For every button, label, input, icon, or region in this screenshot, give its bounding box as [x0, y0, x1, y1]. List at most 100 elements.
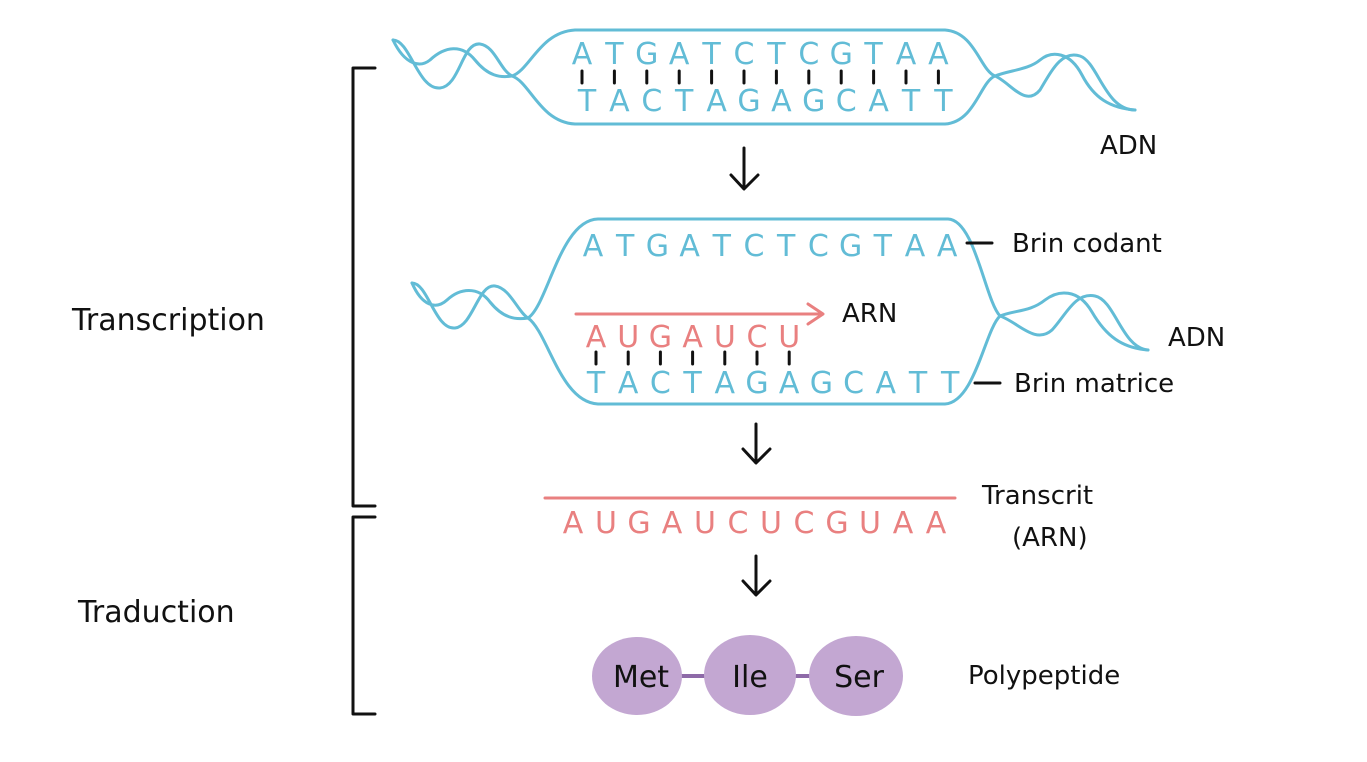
dna-mid-coding-base-9: G: [839, 229, 862, 264]
dna-mid-coding-base-2: T: [615, 229, 635, 264]
transcript-base-9: G: [825, 506, 848, 541]
dna-mid-left-helix-b: [410, 281, 530, 321]
dna-top-left-helix-b: [391, 38, 514, 79]
rna-partial-base-1: A: [586, 320, 607, 355]
adn-top-label: ADN: [1100, 131, 1157, 161]
dna-mid-template-base-5: A: [715, 366, 736, 401]
dna-top-template-base-10: A: [868, 84, 889, 119]
dna-mid-template-base-4: T: [682, 366, 702, 401]
dna-top-template-base-8: G: [802, 84, 825, 119]
transcrit-label-line2: (ARN): [1012, 523, 1088, 553]
rna-partial-base-5: U: [714, 320, 736, 355]
adn-mid-label: ADN: [1168, 323, 1225, 353]
dna-mid-coding-base-7: T: [776, 229, 796, 264]
dna-mid-coding-base-1: A: [583, 229, 604, 264]
dna-mid: [410, 217, 1150, 406]
dna-top-bubble-lower: [510, 74, 997, 126]
dna-top-right-helix-a: [993, 53, 1137, 112]
dna-top-template-base-6: G: [737, 84, 760, 119]
dna-mid-coding-base-5: T: [712, 229, 732, 264]
dna-top-coding-base-10: T: [863, 37, 883, 72]
dna-mid-coding-base-6: C: [744, 229, 765, 264]
transcript-base-5: U: [694, 506, 716, 541]
dna-mid-template-base-7: A: [779, 366, 800, 401]
dna-mid-template-base-1: T: [586, 366, 606, 401]
dna-mid-template-base-10: A: [876, 366, 897, 401]
rna-partial-base-3: G: [649, 320, 672, 355]
transcript-base-12: A: [926, 506, 947, 541]
dna-mid-bubble-upper: [526, 217, 1002, 320]
transcript-base-7: U: [760, 506, 782, 541]
dna-top-template-base-7: A: [771, 84, 792, 119]
traduction-bracket: [351, 515, 377, 716]
transcript-base-6: C: [728, 506, 749, 541]
polypeptide-label: Polypeptide: [968, 661, 1120, 691]
dna-mid-template-base-2: A: [618, 366, 639, 401]
transcription-bracket: [351, 66, 377, 508]
transcript-base-2: U: [595, 506, 617, 541]
amino-acid-ile-circle: [704, 635, 796, 715]
dna-top-template-base-11: T: [901, 84, 921, 119]
dna-top-coding-base-3: G: [635, 37, 658, 72]
traduction-label: Traduction: [77, 595, 235, 630]
dna-mid-coding-base-3: G: [646, 229, 669, 264]
dna-mid-base-pair-bonds: [594, 350, 791, 366]
dna-top: [391, 28, 1137, 126]
dna-mid-coding-base-12: A: [937, 229, 958, 264]
rna-partial-base-2: U: [617, 320, 639, 355]
dna-top-template-base-2: A: [609, 84, 630, 119]
brin-codant-label: Brin codant: [1012, 229, 1162, 259]
amino-acid-met-circle: [592, 637, 682, 715]
dna-top-coding-base-8: C: [798, 37, 819, 72]
dna-top-template-base-5: A: [706, 84, 727, 119]
dna-mid-template-base-11: T: [908, 366, 928, 401]
dna-mid-coding-base-11: A: [905, 229, 926, 264]
polypeptide-chain: Met Ile Ser: [592, 635, 903, 716]
down-arrow-1: [729, 146, 760, 191]
down-arrow-3: [741, 554, 772, 597]
amino-acid-met: Met: [613, 660, 669, 695]
dna-mid-template-base-12: T: [940, 366, 960, 401]
dna-top-template-base-3: C: [641, 84, 662, 119]
dna-mid-bubble-lower: [526, 314, 1002, 406]
dna-top-coding-base-9: G: [830, 37, 853, 72]
transcript-base-10: U: [859, 506, 881, 541]
dna-top-coding-base-11: A: [896, 37, 917, 72]
dna-mid-template-base-3: C: [650, 366, 671, 401]
dna-mid-template-base-6: G: [745, 366, 768, 401]
down-arrow-2: [741, 422, 772, 465]
dna-top-coding-base-4: A: [669, 37, 690, 72]
dna-mid-coding-base-4: A: [679, 229, 700, 264]
dna-top-coding-base-2: T: [604, 37, 624, 72]
dna-top-coding-base-12: A: [928, 37, 949, 72]
transcript-base-4: A: [662, 506, 683, 541]
dna-top-coding-base-5: T: [701, 37, 721, 72]
dna-mid-right-helix-b: [998, 291, 1150, 352]
amino-acid-ser-circle: [809, 636, 903, 716]
rna-partial-base-6: C: [747, 320, 768, 355]
brin-matrice-label: Brin matrice: [1014, 369, 1174, 399]
transcription-label: Transcription: [71, 303, 265, 338]
transcript-base-11: A: [893, 506, 914, 541]
transcript-base-1: A: [563, 506, 584, 541]
dna-mid-coding-base-8: C: [808, 229, 829, 264]
transcript-base-8: C: [794, 506, 815, 541]
dna-top-template-base-12: T: [933, 84, 953, 119]
dna-top-coding-base-6: C: [734, 37, 755, 72]
dna-mid-right-helix-a: [998, 294, 1150, 352]
dna-mid-template-base-8: G: [810, 366, 833, 401]
dna-top-coding-base-7: T: [766, 37, 786, 72]
dna-top-template-base-4: T: [674, 84, 694, 119]
dna-top-template-base-1: T: [577, 84, 597, 119]
amino-acid-ser: Ser: [834, 660, 885, 695]
arn-arrow-label: ARN: [842, 299, 897, 329]
dna-top-base-pair-bonds: [580, 69, 940, 85]
dna-top-left-helix-a: [391, 38, 514, 90]
